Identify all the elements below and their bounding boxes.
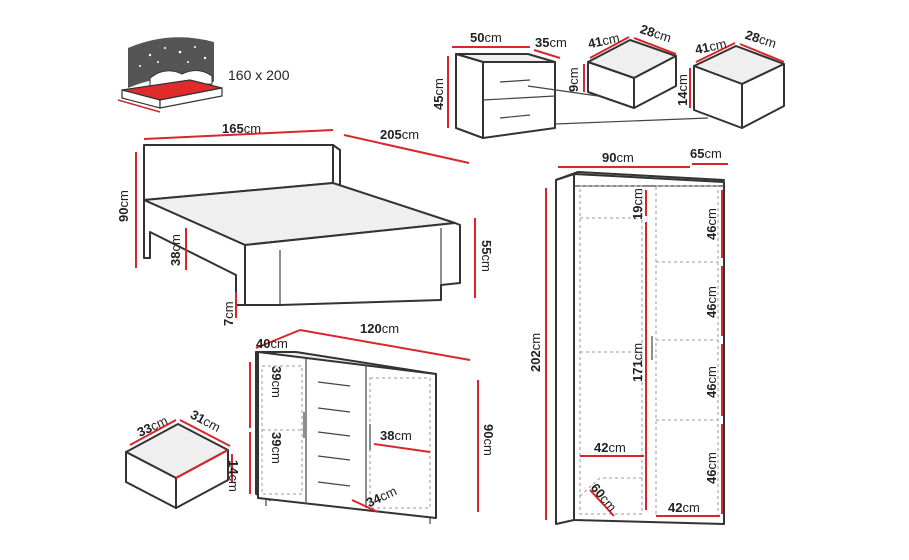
wardrobe-front [573,173,725,525]
sideboard-width-label: 120cm [360,321,399,336]
sideboard-inner-width-label: 38cm [380,428,412,443]
drawer-bottom-height-label: 14cm [675,74,690,106]
bed-width-line [143,129,334,140]
wardrobe-compartment-1-label: 46cm [704,208,719,240]
sideboard-shelf-top-label: 39cm [269,366,284,398]
drawer-bottom-width-label: 41cm [694,36,728,57]
sideboard-depth-line [255,329,301,349]
wardrobe-depth-label: 65cm [690,146,722,161]
small-drawer-height-label: 14cm [226,460,241,492]
bed-length-line [343,134,470,164]
wardrobe-top-shelf-label: 19cm [630,188,645,220]
bed-height-label: 90cm [116,190,131,222]
sideboard [255,351,437,524]
wardrobe-width-label: 90cm [602,150,634,165]
nightstand-depth-label: 35cm [535,35,567,50]
bed-side-label: 55cm [479,240,494,272]
mattress-icon [117,37,223,113]
nightstand-drawer-top [527,39,677,109]
sideboard-width-line [299,329,471,361]
bed-length-label: 205cm [380,127,419,142]
nightstand-drawer-bottom [554,45,785,129]
nightstand-height-label: 45cm [431,78,446,110]
small-drawer-width-label: 33cm [135,413,170,440]
drawer-top-depth-label: 28cm [638,21,673,45]
nightstand [455,53,556,139]
drawer-top-width-label: 41cm [587,30,621,51]
sideboard-depth-label: 40cm [256,336,288,351]
bed [143,144,461,306]
sideboard-drawer-depth-label: 34cm [364,483,399,510]
small-drawer [125,423,229,509]
sideboard-height-label: 90cm [481,424,496,456]
mattress-size-label: 160 x 200 [228,67,290,83]
wardrobe-left-width-label: 42cm [594,440,626,455]
wardrobe-height-label: 202cm [528,333,543,372]
wardrobe-compartment-2-label: 46cm [704,286,719,318]
nightstand-width-label: 50cm [470,30,502,45]
nightstand-front [482,61,556,139]
small-drawer-depth-label: 31cm [188,407,223,435]
nightstand-depth-line [533,49,561,59]
bed-leg-label: 7cm [221,301,236,326]
bed-frame-label: 38cm [168,234,183,266]
drawer-bottom-depth-label: 28cm [743,27,778,51]
wardrobe-right-width-label: 42cm [668,500,700,515]
wardrobe-compartment-3-label: 46cm [704,366,719,398]
wardrobe [555,171,725,525]
bed-width-label: 165cm [222,121,261,136]
wardrobe-hanging-label: 171cm [630,343,645,382]
sideboard-shelf-bottom-label: 39cm [269,432,284,464]
drawer-top-height-label: 9cm [566,67,581,92]
wardrobe-compartment-4-label: 46cm [704,452,719,484]
